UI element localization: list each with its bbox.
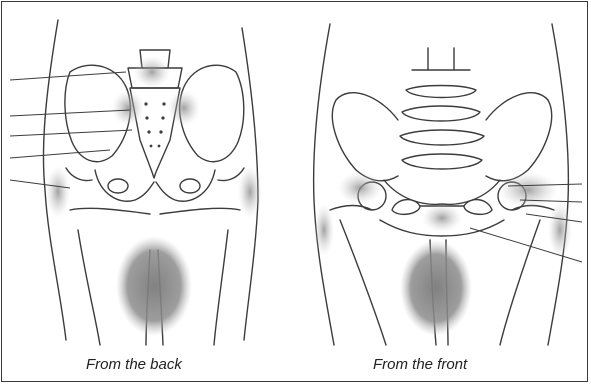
front-pain-lateral-left [314, 204, 334, 256]
front-pain-lateral-right [548, 202, 572, 258]
caption-back-view: From the back [86, 356, 182, 373]
front-pain-hip-right [498, 172, 558, 208]
front-pain-hip-left [338, 172, 382, 204]
front-right-iliac-wing [486, 93, 552, 181]
front-femoral-neck-left [330, 206, 372, 211]
front-vertebra-5 [402, 154, 482, 169]
front-vertebra-2 [406, 86, 476, 98]
front-thigh-left-outer [340, 220, 386, 345]
front-body-outline-left [314, 24, 334, 345]
front-left-iliac-wing [332, 93, 398, 181]
front-obturator-right [464, 200, 492, 215]
front-vertebra-3 [402, 106, 480, 121]
front-obturator-left [392, 200, 420, 215]
front-pain-groin [422, 204, 462, 232]
front-vertebra-4 [400, 130, 484, 145]
caption-front-view: From the front [373, 356, 467, 373]
front-pain-thigh [400, 240, 472, 336]
